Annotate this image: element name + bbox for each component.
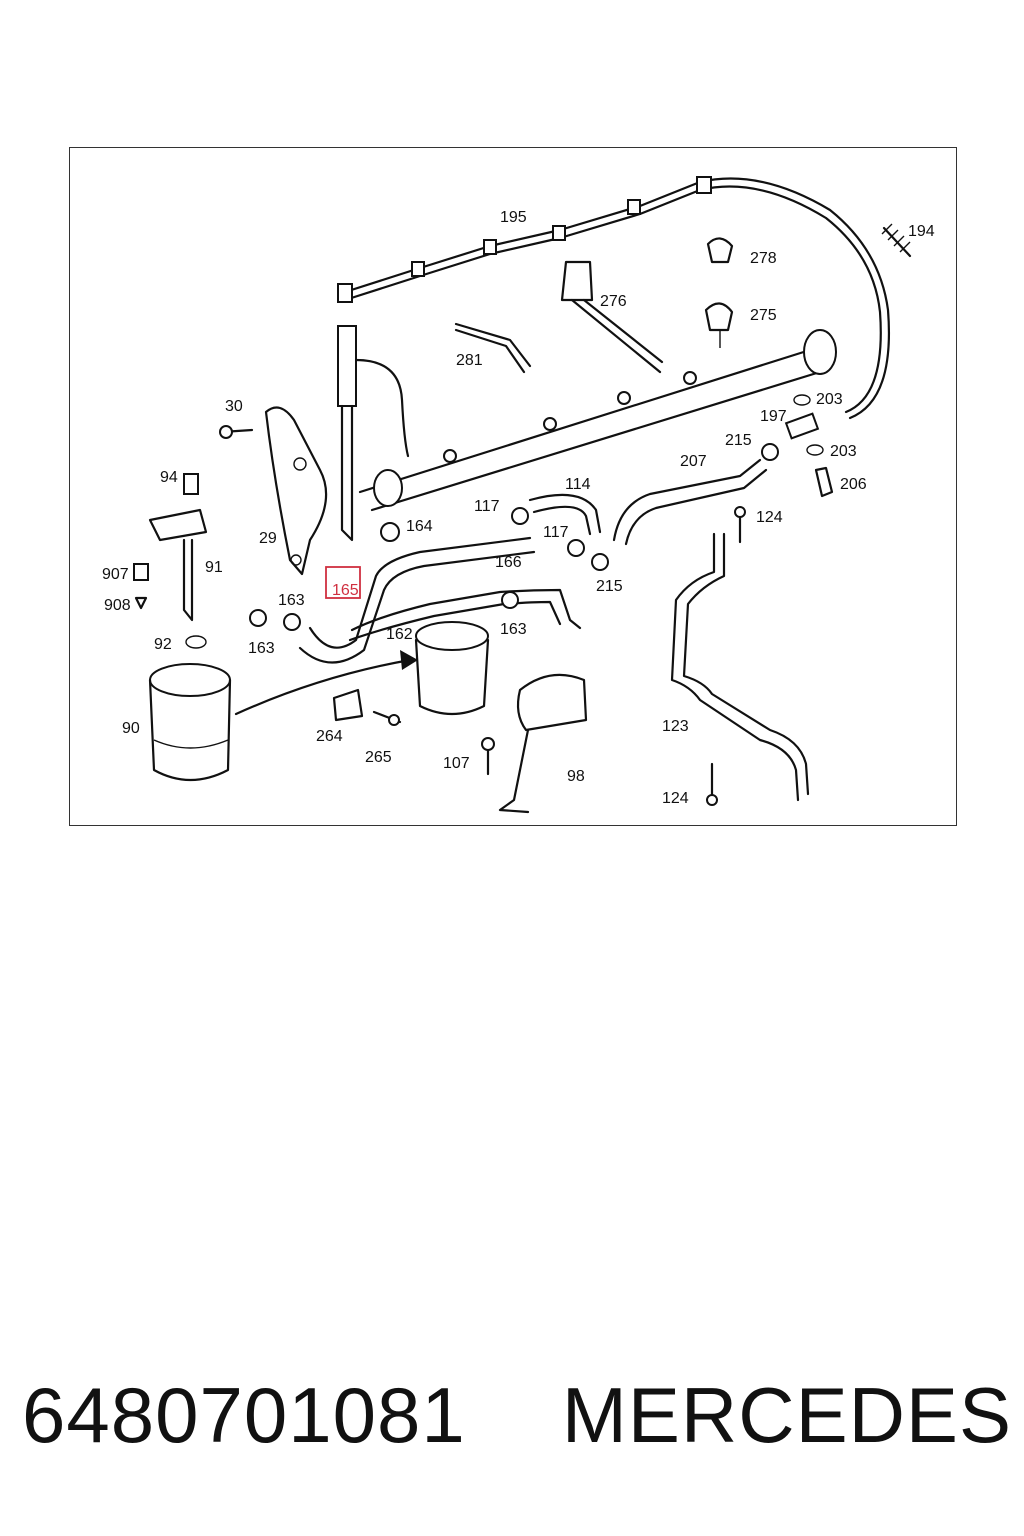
callout-117a[interactable]: 117 (474, 498, 500, 515)
callout-166[interactable]: 166 (495, 554, 522, 571)
callout-91[interactable]: 91 (205, 559, 223, 576)
callout-207[interactable]: 207 (680, 453, 707, 470)
callout-124b[interactable]: 124 (662, 790, 689, 807)
callout-907[interactable]: 907 (102, 566, 129, 583)
callout-124a[interactable]: 124 (756, 509, 783, 526)
brand-name: MERCEDES (561, 1370, 1012, 1459)
callout-194[interactable]: 194 (908, 223, 935, 240)
connector-907[interactable] (133, 563, 149, 581)
bolt-206[interactable] (814, 466, 834, 498)
callout-215b[interactable]: 215 (596, 578, 623, 595)
callout-203a[interactable]: 203 (816, 391, 843, 408)
clip-275[interactable] (704, 302, 734, 348)
callout-281[interactable]: 281 (456, 352, 483, 369)
banjo-197[interactable] (784, 412, 820, 440)
callout-107[interactable]: 107 (443, 755, 470, 772)
bolt-265[interactable] (372, 710, 402, 726)
callout-162[interactable]: 162 (386, 626, 413, 643)
part-number: 6480701081 (22, 1370, 466, 1459)
bolt-124b[interactable] (706, 762, 718, 806)
callout-164[interactable]: 164 (406, 518, 433, 535)
callout-215a[interactable]: 215 (725, 432, 752, 449)
callout-264[interactable]: 264 (316, 728, 343, 745)
callout-123[interactable]: 123 (662, 718, 689, 735)
callout-203b[interactable]: 203 (830, 443, 857, 460)
line-207[interactable] (612, 458, 768, 546)
callout-90[interactable]: 90 (122, 720, 140, 737)
callout-29[interactable]: 29 (259, 530, 277, 547)
line-166[interactable] (348, 588, 582, 642)
clamp-163a[interactable] (249, 609, 267, 627)
callout-30[interactable]: 30 (225, 398, 243, 415)
clip-278[interactable] (706, 237, 734, 264)
clip-264[interactable] (332, 688, 364, 722)
bracket-98[interactable] (498, 673, 588, 814)
callout-206[interactable]: 206 (840, 476, 867, 493)
fuel-rail[interactable] (358, 329, 837, 512)
bolt-107[interactable] (481, 737, 495, 776)
callout-163a[interactable]: 163 (278, 592, 305, 609)
arrow (234, 650, 418, 716)
clamp-164[interactable] (380, 522, 400, 542)
callout-163b[interactable]: 163 (500, 621, 527, 638)
holder-276[interactable] (560, 260, 664, 374)
o-ring-92[interactable] (185, 635, 207, 649)
spring-194[interactable] (881, 223, 912, 258)
bolt-30[interactable] (219, 425, 254, 439)
highlight-box-165 (325, 566, 361, 599)
cable-tie-281[interactable] (454, 322, 532, 374)
plug-94[interactable] (183, 473, 199, 495)
callout-908[interactable]: 908 (104, 597, 131, 614)
callout-114[interactable]: 114 (565, 476, 591, 493)
sensor-91[interactable] (148, 508, 208, 622)
clamp-215b[interactable] (591, 553, 609, 571)
fuel-filter-90[interactable] (148, 663, 232, 781)
washer-203b[interactable] (806, 444, 824, 456)
washer-203a[interactable] (793, 394, 811, 406)
filter-housing-162[interactable] (414, 621, 490, 716)
part-caption: 6480701081 MERCEDES (22, 1370, 1012, 1460)
leak-off-line-195[interactable] (337, 176, 890, 420)
callout-165[interactable]: 165 (332, 582, 359, 599)
callout-195[interactable]: 195 (500, 209, 527, 226)
clamp-163c[interactable] (501, 591, 519, 609)
diagram-frame (69, 147, 957, 826)
seal-908[interactable] (134, 596, 148, 610)
callout-117b[interactable]: 117 (543, 524, 569, 541)
callout-278[interactable]: 278 (750, 250, 777, 267)
clamp-117b[interactable] (567, 539, 585, 557)
clamp-117a[interactable] (511, 507, 529, 525)
callout-94[interactable]: 94 (160, 469, 178, 486)
callout-276[interactable]: 276 (600, 293, 627, 310)
clamp-163b[interactable] (283, 613, 301, 631)
pipe-123[interactable] (670, 532, 810, 802)
bracket-29[interactable] (264, 406, 328, 576)
callout-197[interactable]: 197 (760, 408, 787, 425)
callout-98[interactable]: 98 (567, 768, 585, 785)
callout-163c[interactable]: 163 (248, 640, 275, 657)
callout-275[interactable]: 275 (750, 307, 777, 324)
callout-265[interactable]: 265 (365, 749, 392, 766)
line-114[interactable] (528, 493, 602, 536)
bolt-124a[interactable] (734, 506, 746, 544)
clamp-215a[interactable] (761, 443, 779, 461)
injector[interactable] (337, 325, 410, 542)
callout-92[interactable]: 92 (154, 636, 172, 653)
